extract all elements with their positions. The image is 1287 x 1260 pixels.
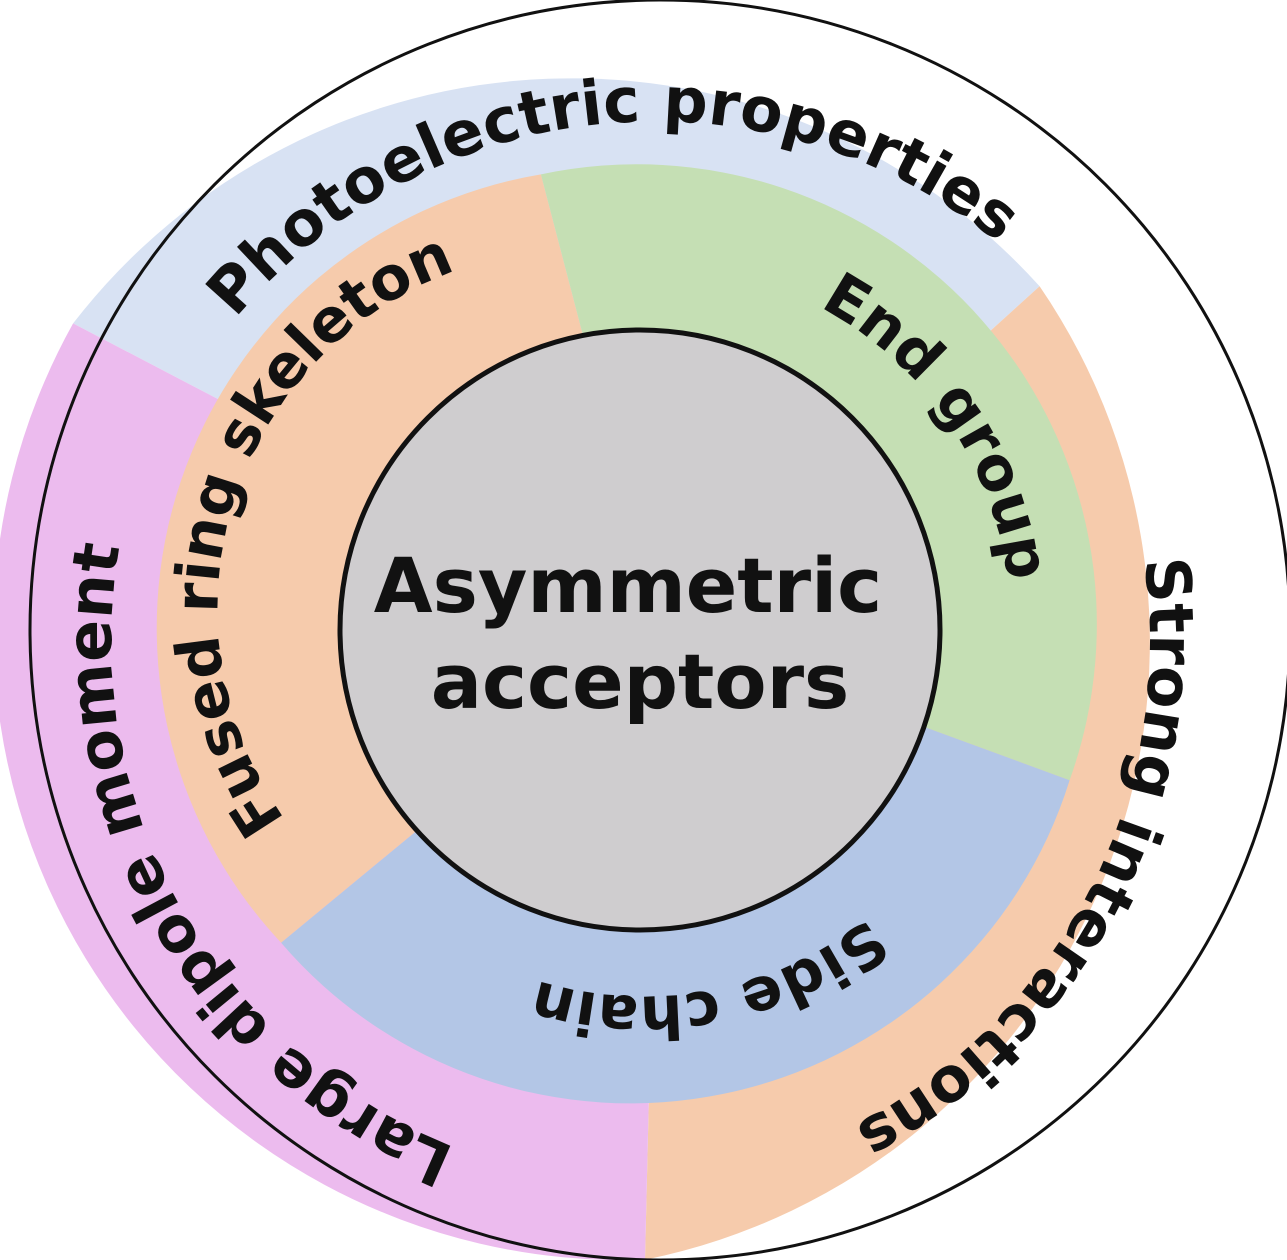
outer-ring-outline <box>28 0 1287 1260</box>
center-title-line1: Asymmetric <box>374 541 882 630</box>
center-title-line2: acceptors <box>431 637 850 726</box>
center-circle <box>337 327 943 933</box>
